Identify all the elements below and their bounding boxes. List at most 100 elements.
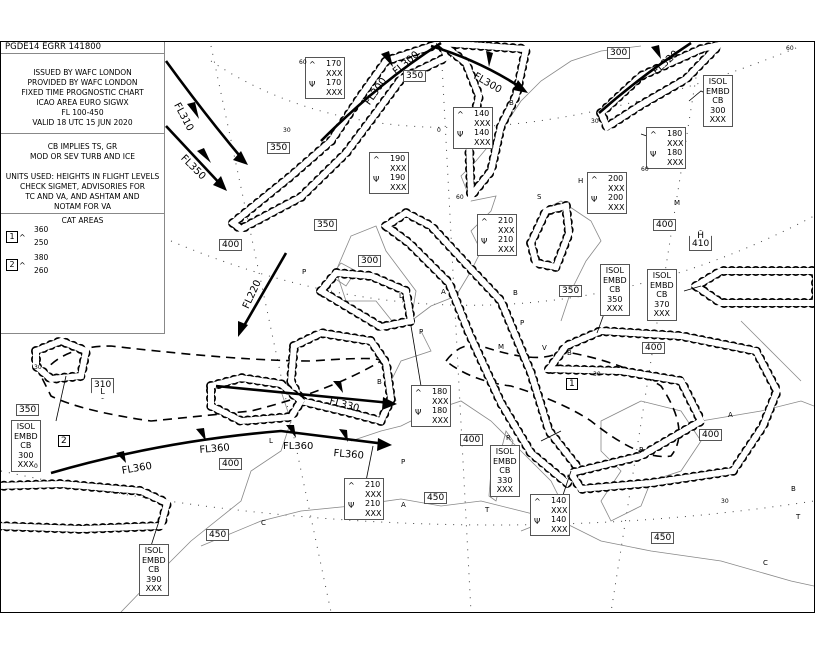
tropopause-value: 400 (463, 435, 481, 445)
tropopause-value: 450 (427, 493, 445, 503)
turb-ice-line: XXX (498, 244, 515, 254)
city-letter: L (269, 437, 273, 445)
tropopause-value: 350 (19, 405, 37, 415)
grid-label: 60 (641, 166, 649, 173)
chart-id: PGDE14 EGRR 141800 (1, 42, 164, 54)
issue-line: FL 100-450 (61, 108, 104, 117)
city-letter: M (498, 343, 505, 351)
cloud-fill-edge (690, 268, 814, 306)
city-letter: B (513, 289, 518, 297)
tropopause-value: 350 (562, 286, 580, 296)
city-marker: A (401, 501, 406, 509)
city-marker: L (399, 292, 403, 300)
city-marker: P (520, 319, 524, 327)
tropopause-value: 450 (209, 530, 227, 540)
city-marker: R (639, 446, 644, 454)
turb-ice-line: 190 (390, 173, 406, 182)
turbulence-icon: ^ (650, 130, 657, 139)
grid-label: 30 (721, 498, 729, 505)
tropopause-value: 400 (702, 430, 720, 440)
jet-streams (50, 42, 692, 475)
city-letter: P (520, 319, 525, 327)
issue-line: ICAO AREA EURO SIGWX (36, 98, 129, 107)
tropopause-height: 350 (16, 404, 40, 416)
cat-area-2: 2 ^ 380 260 (1, 253, 164, 281)
city-marker: H (578, 177, 583, 185)
city-marker: R (506, 434, 511, 442)
city-letter: P (419, 328, 424, 336)
cb-line: CB (656, 290, 668, 299)
turb-ice-line: 210 (365, 480, 381, 489)
city-letter: T (796, 513, 801, 521)
tropopause-height: 400 (642, 342, 666, 354)
cb-line: ISOL (605, 266, 624, 275)
city-letter: B (567, 349, 572, 357)
tropopause-height: 450 (651, 532, 675, 544)
city-marker: T (796, 513, 800, 521)
icing-icon: Ψ (415, 408, 422, 417)
turb-ice-line: XXX (432, 396, 449, 406)
cb-line: XXX (17, 460, 35, 469)
grid-value: 30 (283, 127, 291, 134)
tropopause-height: 300 (607, 47, 631, 59)
tropopause-value: 400 (222, 459, 240, 469)
cat-area-1: 1 ^ 360 250 (1, 225, 164, 253)
tropopause-value: 400 (645, 343, 663, 353)
city-marker: C (261, 519, 266, 527)
city-letter: S (537, 193, 542, 201)
cb-line: EMBD (603, 275, 627, 285)
turb-ice-line: 140 (551, 515, 567, 524)
cloud-fill-edge (434, 42, 530, 205)
city-letter: M (674, 199, 681, 207)
cloud-fill-edge (1, 480, 171, 533)
tropopause-value: 400 (656, 220, 674, 230)
city-marker: M (498, 343, 504, 351)
cb-line: EMBD (14, 431, 38, 441)
cb-line: ISOL (708, 77, 727, 86)
cb-line: CB (148, 565, 160, 574)
grid-value: 0 (34, 463, 38, 470)
turb-ice-line: 210 (498, 235, 514, 244)
cat-id: 2 (61, 436, 67, 446)
note-line: NOTAM FOR VA (53, 202, 112, 211)
turb-ice-line: 140 (474, 109, 490, 118)
grid-value: 60 (641, 166, 649, 173)
city-letter: R (506, 434, 511, 442)
turb-ice-line: XXX (365, 508, 382, 518)
city-letter: C (261, 519, 266, 527)
cat-base: 260 (34, 266, 49, 275)
issue-info: ISSUED BY WAFC LONDON PROVIDED BY WAFC L… (1, 54, 164, 134)
grid-value: 60 (786, 45, 794, 52)
cat-number: 2 (6, 259, 18, 271)
tropopause-value: 400 (222, 240, 240, 250)
city-letter: P (401, 458, 406, 466)
issue-line: PROVIDED BY WAFC LONDON (27, 78, 138, 87)
cb-line: XXX (606, 304, 624, 313)
grid-value: 60 (299, 59, 307, 66)
turbulence-icon: ^ (481, 217, 488, 226)
turb-ice-line: XXX (551, 505, 568, 515)
turb-ice-line: 180 (432, 387, 448, 396)
city-letter: R (639, 446, 644, 454)
turb-ice-line: XXX (474, 137, 491, 147)
city-marker: C (763, 559, 768, 567)
turbulence-icon: ^ (591, 175, 598, 184)
valid-time: VALID 18 UTC 15 JUN 2020 (32, 118, 133, 127)
icing-icon: Ψ (591, 195, 598, 204)
turb-ice-line: XXX (667, 138, 684, 148)
city-marker: B (377, 378, 382, 386)
city-letter: B (377, 378, 382, 386)
chart-legend: PGDE14 EGRR 141800 ISSUED BY WAFC LONDON… (1, 42, 165, 334)
turb-ice-line: XXX (608, 202, 625, 212)
turb-ice-line: XXX (432, 415, 449, 425)
turb-ice-line: XXX (498, 225, 515, 235)
cat-area-boundaries (40, 344, 680, 458)
